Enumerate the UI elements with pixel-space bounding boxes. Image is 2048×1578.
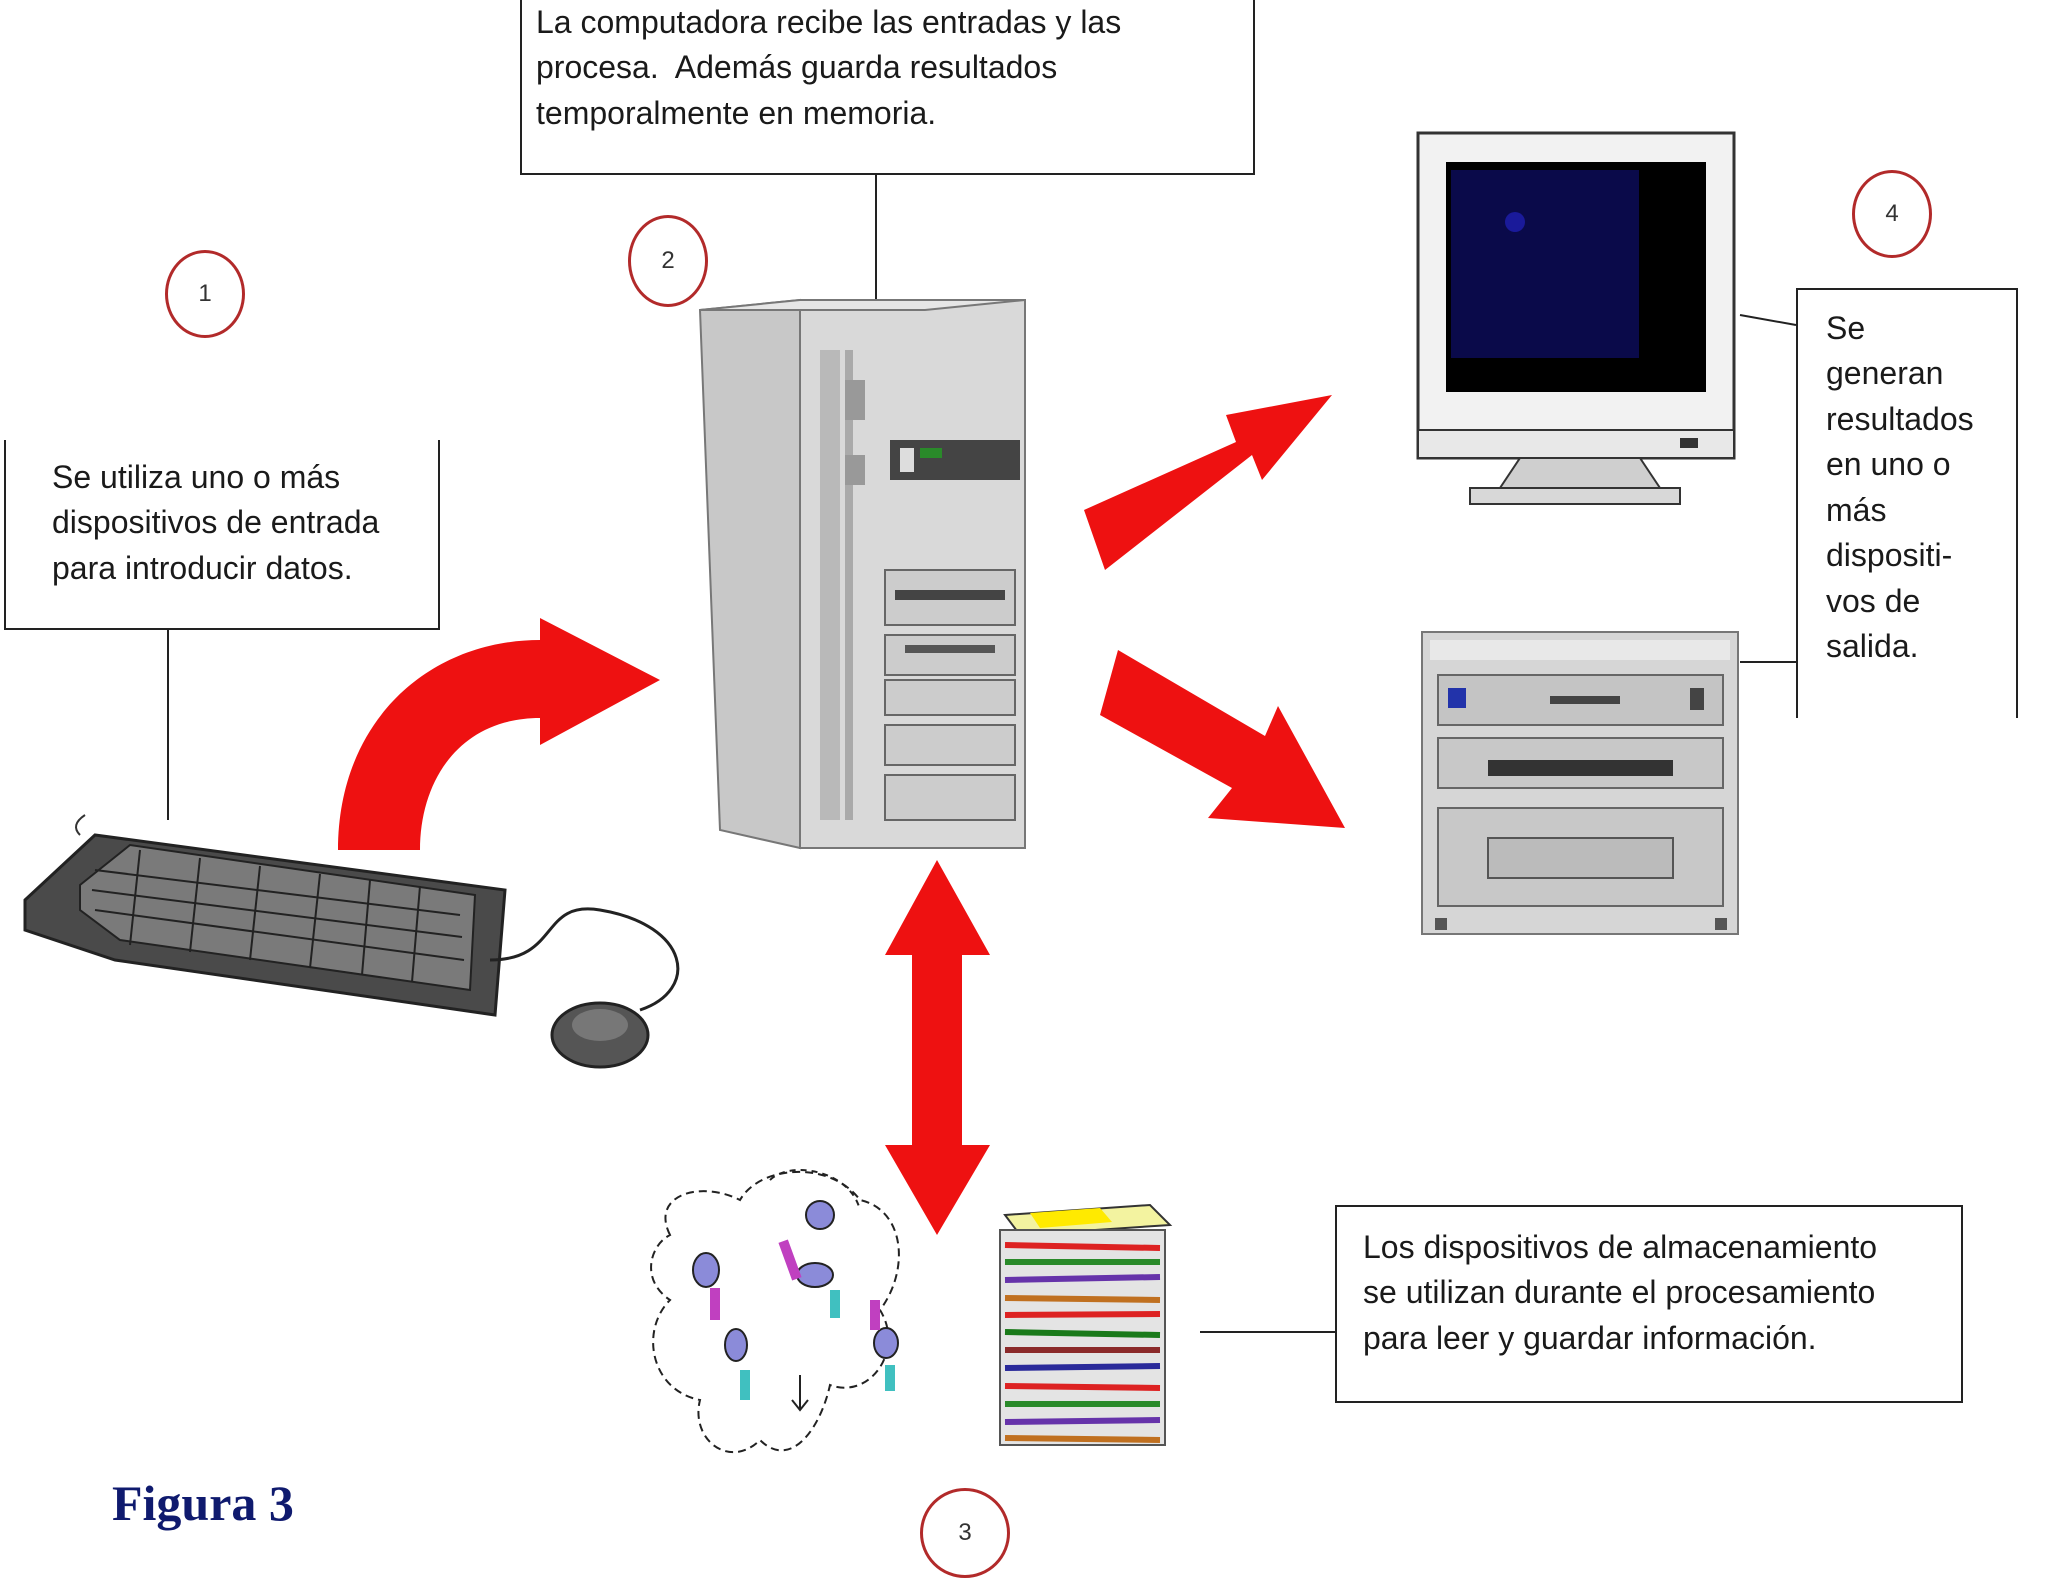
output-arrow-printer (1100, 650, 1345, 828)
output-line: resultados (1826, 400, 1974, 437)
output-line: generan (1826, 355, 1944, 392)
step-number-2: 2 (628, 215, 708, 307)
flow-arrows (338, 395, 1345, 1235)
storage-line: se utilizan durante el procesamiento (1363, 1274, 1876, 1311)
processing-description-box: La computadora recibe las entradas y las… (520, 0, 1255, 175)
processing-line: procesa. Además guarda resultados (536, 49, 1058, 86)
output-line: vos de (1826, 582, 1921, 619)
storage-line: para leer y guardar información. (1363, 1319, 1817, 1356)
storage-double-arrow (885, 860, 990, 1235)
processing-line: temporalmente en memoria. (536, 94, 937, 131)
input-line: Se utiliza uno o más (52, 459, 341, 495)
monitor-icon (1416, 131, 1736, 505)
output-line: en uno o (1826, 446, 1951, 483)
tower-computer-icon (698, 298, 1026, 850)
step-number-3: 3 (920, 1488, 1010, 1578)
figure-caption: Figura 3 (112, 1475, 294, 1531)
diskettes-icon (650, 1169, 900, 1454)
mouse-icon (489, 907, 680, 1069)
output-line: más (1826, 491, 1887, 528)
printer-icon (1421, 631, 1739, 935)
output-arrow-monitor (1084, 395, 1332, 570)
output-description-box: Se generan resultados en uno o más dispo… (1796, 288, 2018, 718)
step-number-4: 4 (1852, 170, 1932, 258)
output-line: salida. (1826, 628, 1919, 665)
input-line: para introducir datos. (52, 549, 353, 586)
step-number-1: 1 (165, 250, 245, 338)
input-arrow (338, 618, 660, 850)
processing-line: La computadora recibe las entradas y las (536, 4, 1122, 40)
output-line: dispositi- (1826, 537, 1953, 574)
input-description-box: Se utiliza uno o más dispositivos de ent… (4, 440, 440, 630)
storage-description-box: Los dispositivos de almacenamiento se ut… (1335, 1205, 1963, 1403)
connector-output-monitor (1739, 314, 1797, 326)
connector-lines (167, 175, 1797, 1333)
output-line: Se (1826, 310, 1866, 346)
diagram-canvas (23, 131, 1797, 1454)
keyboard-icon (23, 814, 507, 1017)
storage-line: Los dispositivos de almacenamiento (1363, 1229, 1878, 1265)
paper-stack-icon (999, 1203, 1173, 1446)
input-line: dispositivos de entrada (52, 504, 380, 541)
